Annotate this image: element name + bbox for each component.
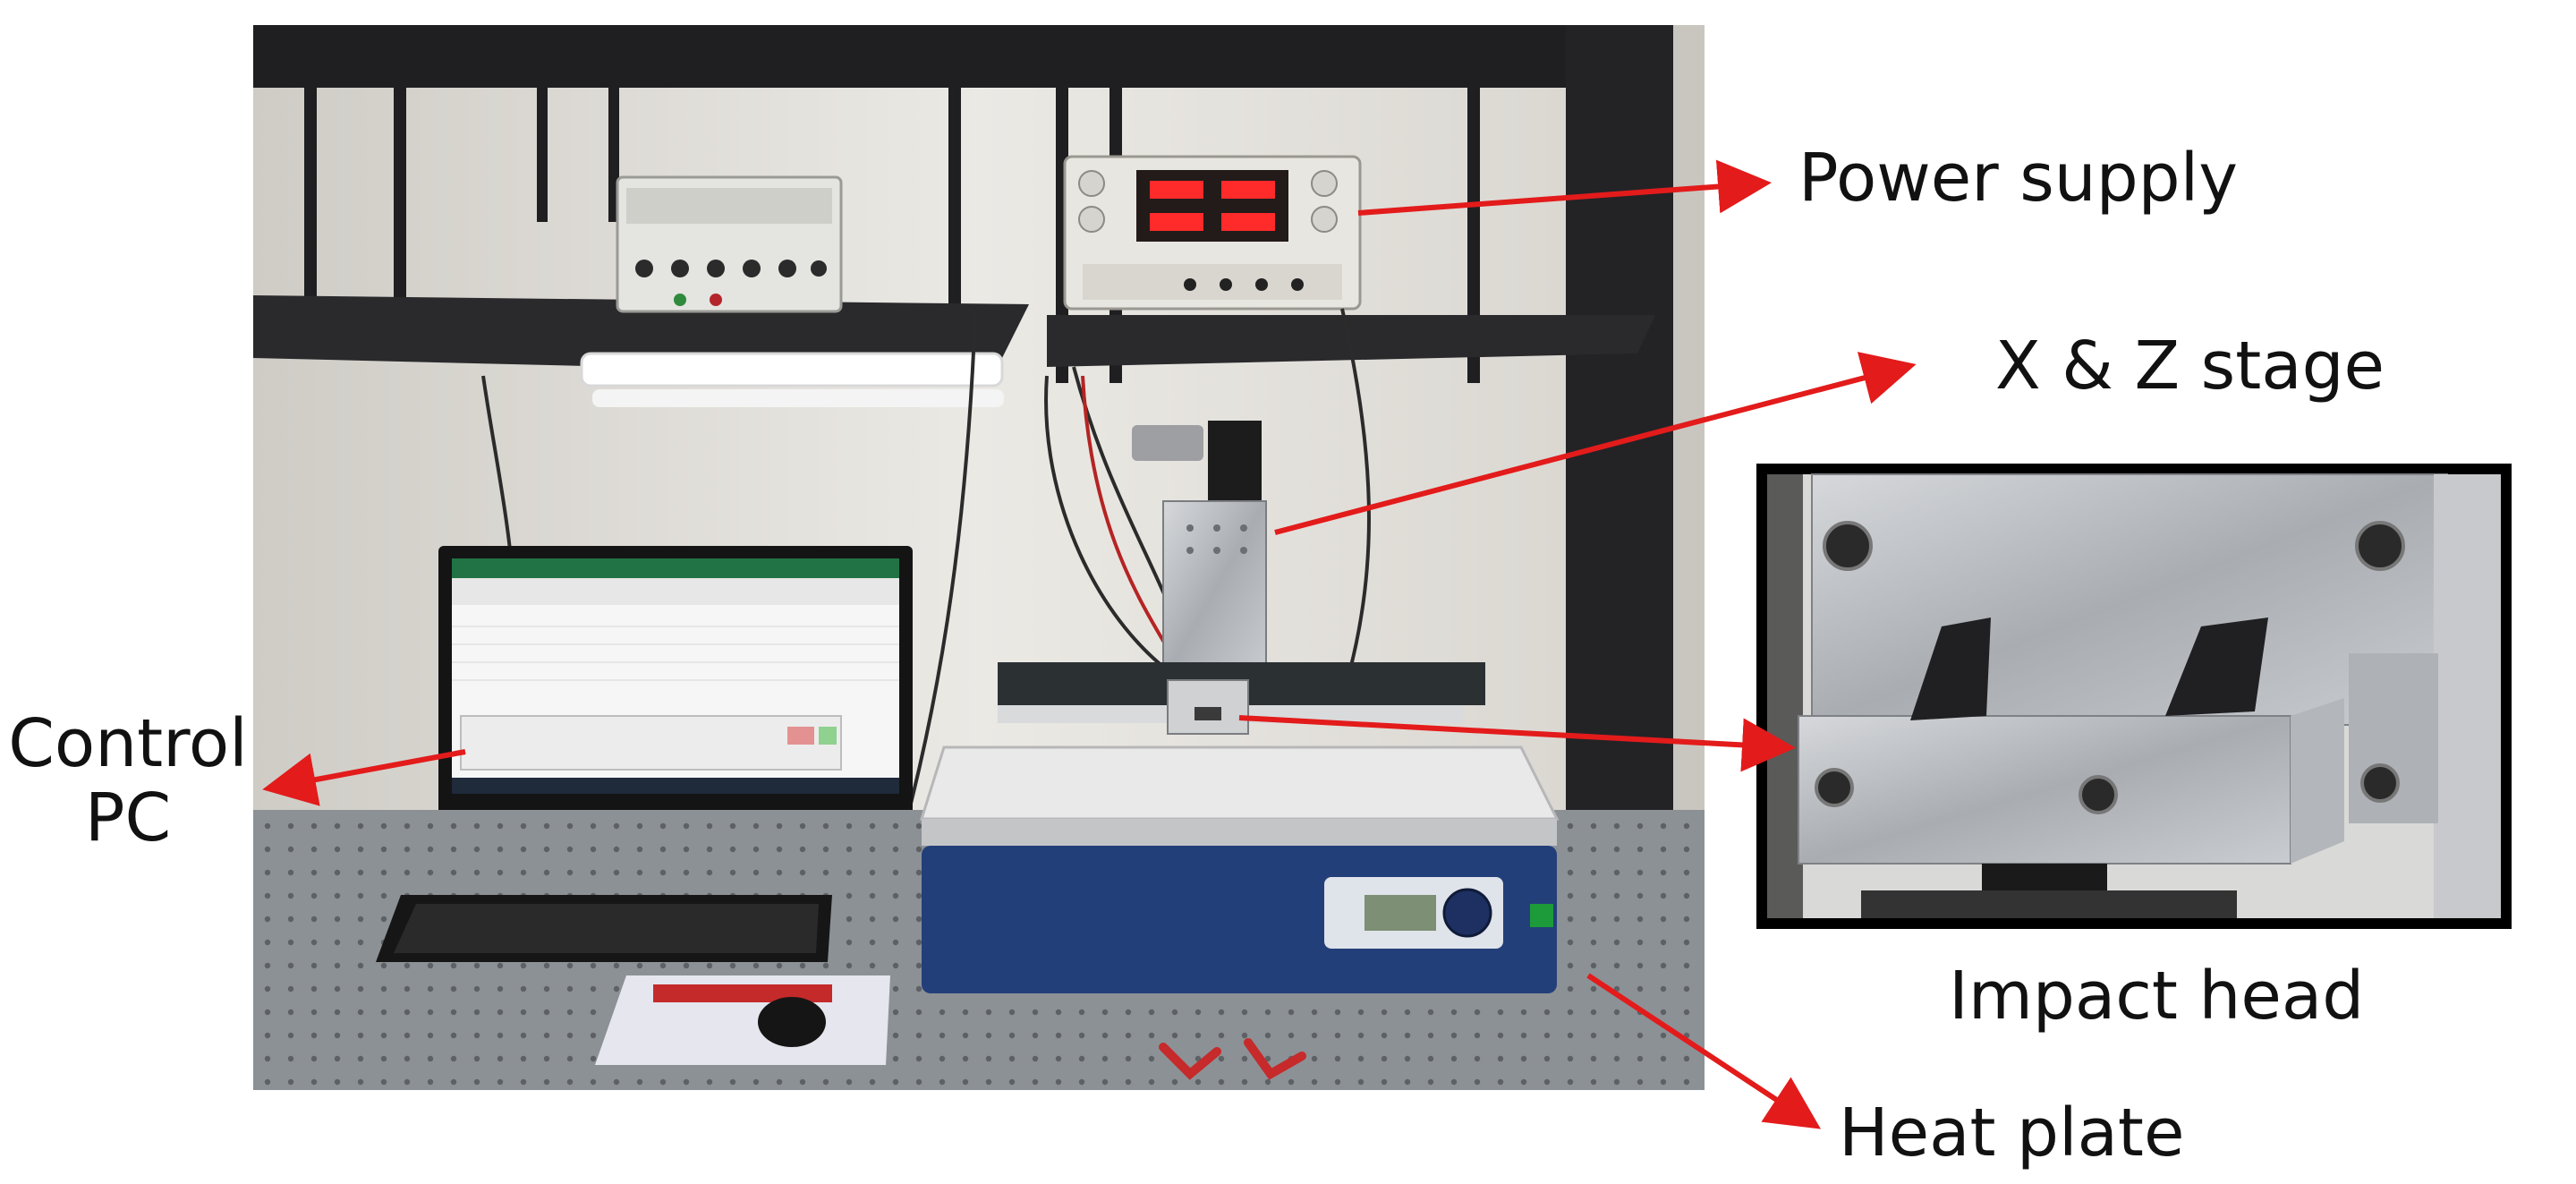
label-control-pc-line1: Control: [8, 705, 248, 782]
mouse: [758, 997, 826, 1047]
arrow-xz-stage: [1274, 352, 1917, 535]
pliers: [1159, 1038, 1306, 1080]
arrow-impact-head: [1238, 715, 1796, 772]
lab-photo: [253, 25, 1705, 1090]
heat-plate: [919, 745, 1560, 993]
label-power-supply: Power supply: [1798, 140, 2239, 217]
light-fixture: [580, 352, 1004, 388]
impact-head-inset: [1756, 464, 2512, 929]
rack-top-bar: [253, 25, 1705, 88]
label-control-pc: Control PC: [7, 707, 249, 856]
shelf-right: [1047, 315, 1655, 367]
bench-power-supply: [616, 175, 843, 313]
impact-blade-left: [1910, 618, 1991, 720]
impact-blade-right: [2165, 618, 2268, 716]
arrow-heat-plate: [1586, 973, 1822, 1129]
arrow-control-pc: [262, 749, 466, 806]
xz-stage: [998, 421, 1485, 735]
keyboard: [376, 895, 832, 962]
label-xz-stage: X & Z stage: [1995, 328, 2385, 405]
arrow-power-supply: [1357, 159, 1772, 216]
label-heat-plate: Heat plate: [1839, 1095, 2185, 1171]
bolts: [1815, 521, 2405, 814]
annotation-arrows: [262, 159, 1917, 1129]
label-control-pc-line2: PC: [84, 779, 172, 856]
power-supply-unit: [1063, 155, 1362, 311]
label-impact-head: Impact head: [1949, 958, 2365, 1035]
